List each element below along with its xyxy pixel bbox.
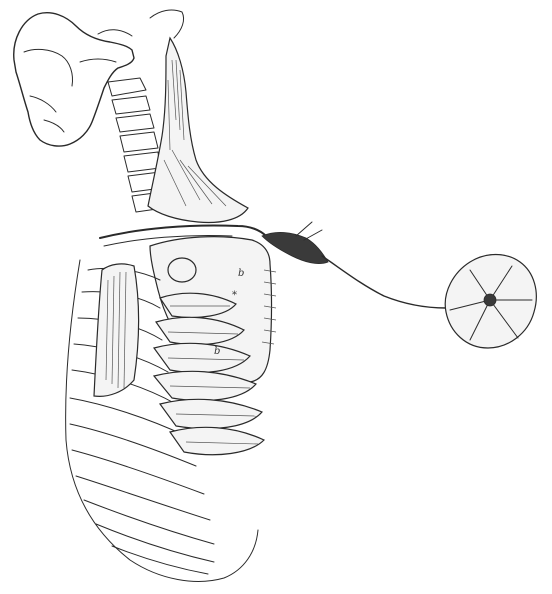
label-scapula: b [238,268,244,279]
label-serratus: b [214,346,220,357]
pectoral-strip [94,264,139,396]
terminal-flower [445,255,536,349]
neck-muscle [148,38,248,222]
label-star: * [232,290,237,301]
brachial-plexus [262,222,446,308]
skull [14,10,184,146]
